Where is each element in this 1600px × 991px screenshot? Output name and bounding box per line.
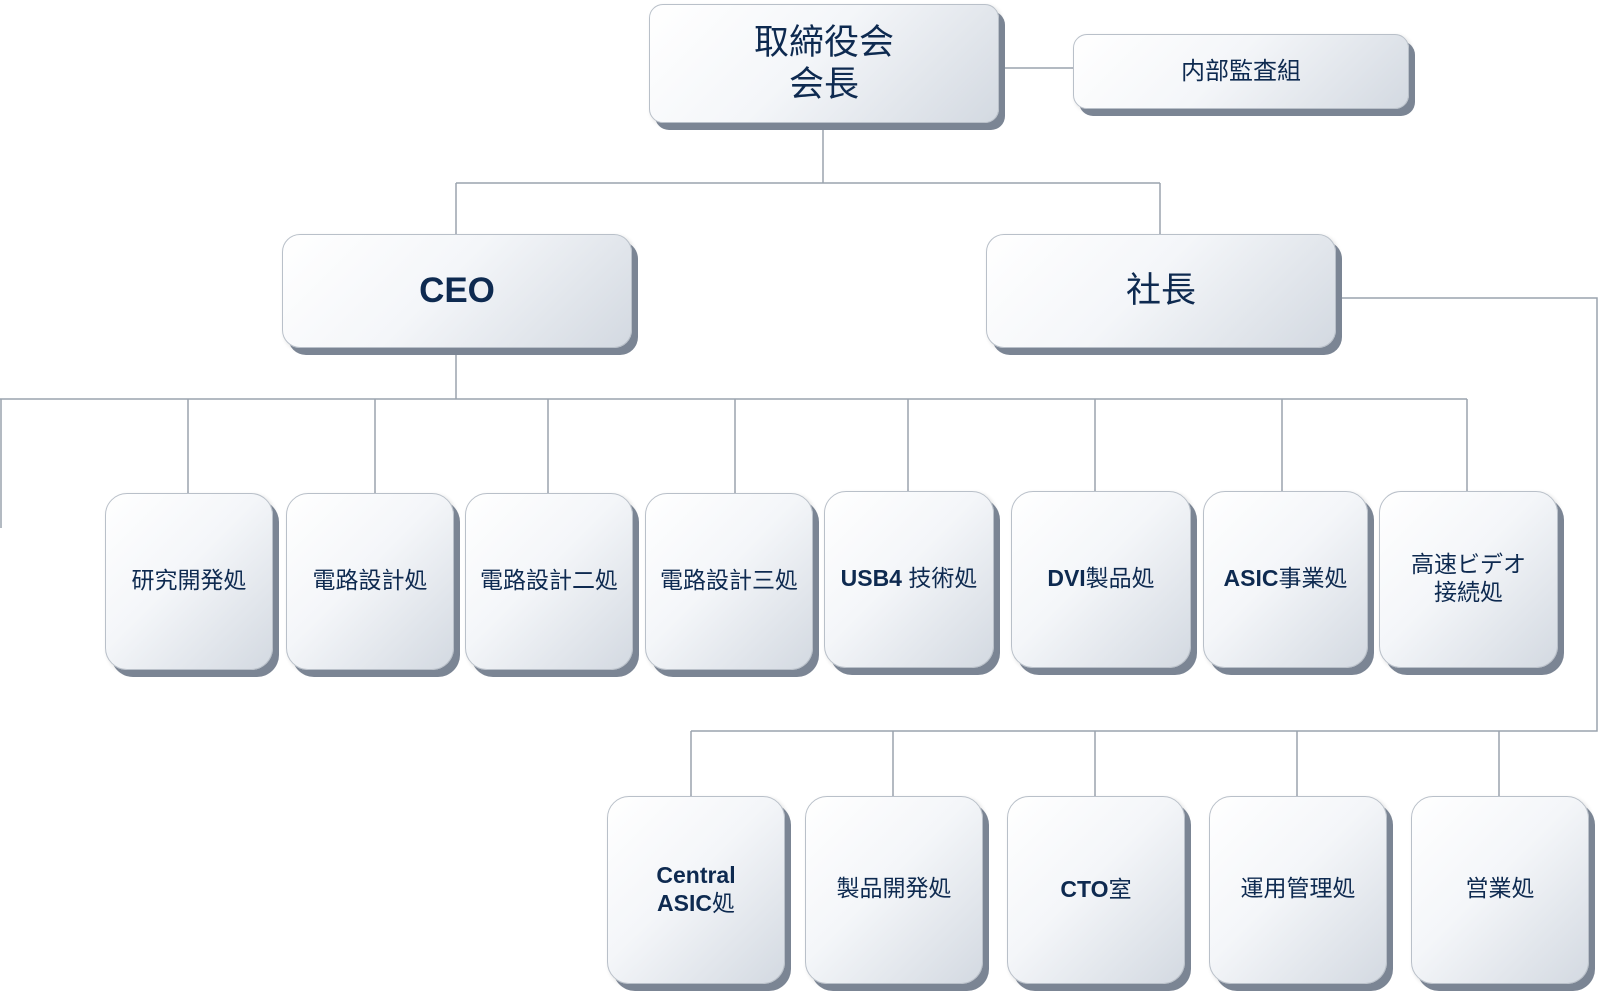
dept-label-line2: 接続処 — [1434, 579, 1503, 606]
dept-label: 営業処 — [1465, 876, 1535, 903]
dept-label-jp: 製品処 — [1085, 566, 1155, 593]
dept-circuit-design-1: 電路設計処 — [286, 493, 454, 670]
dept-label: 研究開発処 — [131, 567, 247, 594]
internal-audit-label: 内部監査組 — [1181, 57, 1301, 86]
dept-label: 運用管理処 — [1240, 876, 1356, 903]
dept-label-line1: Central — [656, 861, 736, 888]
dept-rnd: 研究開発処 — [105, 493, 273, 670]
dept-label: 電路設計三処 — [660, 567, 798, 594]
dept-circuit-design-2: 電路設計二処 — [465, 493, 633, 670]
dept-label: DVI製品処 — [1047, 565, 1154, 594]
dept-operations-management: 運用管理処 — [1209, 796, 1387, 984]
board-title: 取締役会 — [753, 22, 894, 63]
dept-usb4-tech: USB4 技術処 — [824, 491, 994, 668]
dept-high-speed-video: 高速ビデオ 接続処 — [1379, 491, 1558, 668]
dept-asic-business: ASIC事業処 — [1203, 491, 1368, 668]
dept-central-asic: Central ASIC処 — [607, 796, 785, 984]
president-box: 社長 — [986, 234, 1336, 348]
board-chairman-box: 取締役会 会長 — [649, 4, 999, 123]
dept-label-line1: 高速ビデオ — [1411, 551, 1526, 578]
dept-label: CTO室 — [1060, 876, 1131, 905]
dept-sales: 営業処 — [1411, 796, 1589, 984]
dept-label-jp: 事業処 — [1278, 566, 1348, 593]
dept-label-latin: ASIC — [657, 889, 712, 916]
dept-product-development: 製品開発処 — [805, 796, 983, 984]
ceo-label: CEO — [419, 271, 495, 310]
internal-audit-box: 内部監査組 — [1073, 34, 1409, 109]
dept-label: 電路設計二処 — [480, 567, 618, 594]
dept-label-jp: 処 — [711, 890, 735, 917]
dept-cto-office: CTO室 — [1007, 796, 1185, 984]
president-label: 社長 — [1125, 271, 1196, 311]
dept-label: 電路設計処 — [312, 567, 428, 594]
ceo-box: CEO — [282, 234, 632, 348]
chairman-title: 会長 — [788, 64, 859, 105]
dept-label: 製品開発処 — [836, 876, 952, 903]
dept-label: 高速ビデオ 接続処 — [1411, 552, 1526, 607]
dept-label-latin: ASIC — [1223, 565, 1279, 592]
dept-label-latin: CTO — [1060, 875, 1109, 902]
dept-label-jp: 技術処 — [908, 566, 978, 593]
dept-label-latin: DVI — [1047, 565, 1086, 592]
dept-label-jp: 室 — [1108, 876, 1132, 903]
dept-label: USB4 技術処 — [841, 565, 978, 594]
dept-label: Central ASIC処 — [656, 862, 735, 918]
dept-dvi-products: DVI製品処 — [1011, 491, 1191, 668]
dept-label-latin: USB4 — [840, 565, 909, 592]
dept-circuit-design-3: 電路設計三処 — [645, 493, 813, 670]
dept-label: ASIC事業処 — [1224, 565, 1348, 594]
